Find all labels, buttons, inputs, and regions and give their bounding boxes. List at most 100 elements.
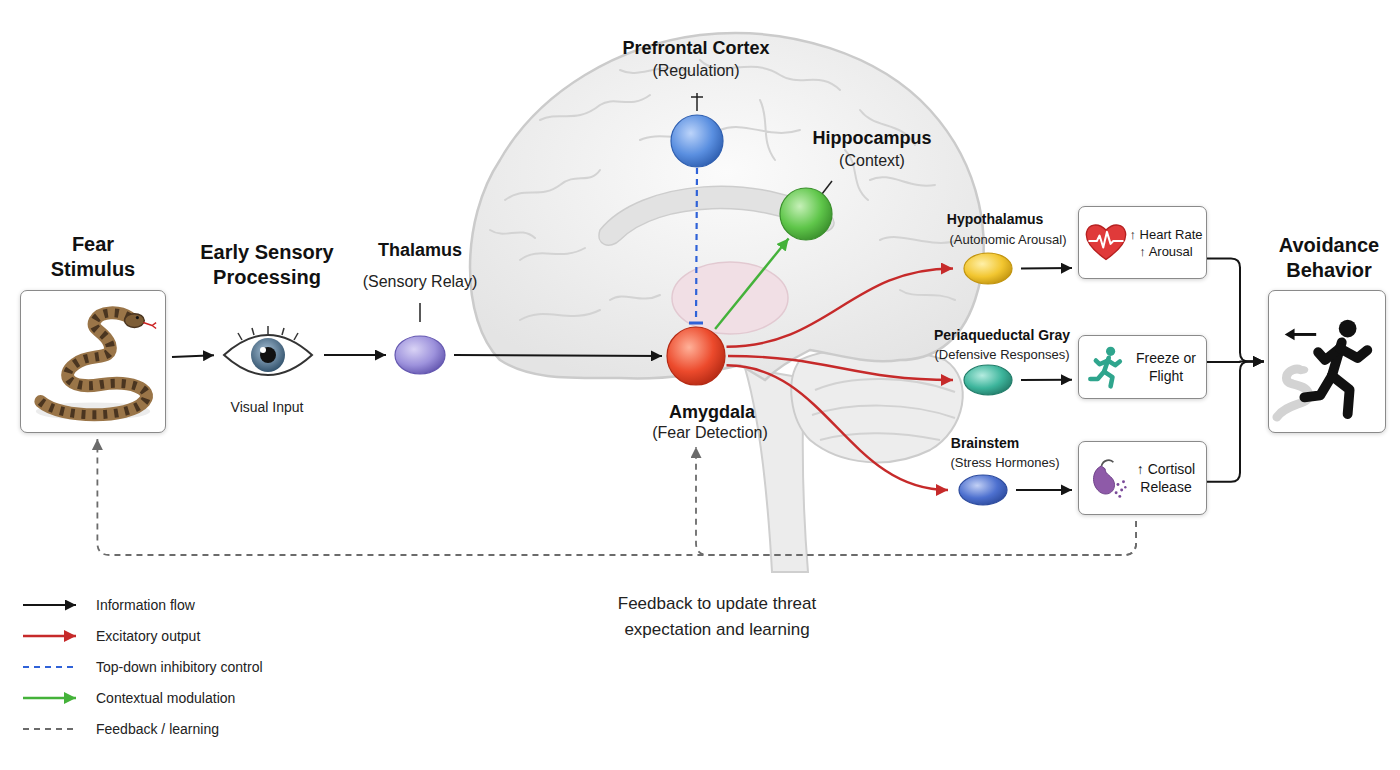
box-heading: Avoidance Behavior — [1264, 233, 1394, 283]
region-name: Brainstem — [905, 434, 1065, 452]
behavior-box: Avoidance Behavior — [1268, 290, 1386, 433]
legend-row: Excitatory output — [20, 624, 340, 648]
region-role: (Regulation) — [596, 61, 796, 81]
runner-icon — [1104, 372, 1112, 387]
legend-row: Contextual modulation — [20, 686, 340, 710]
heart-icon — [1086, 225, 1125, 260]
snake-illustration — [41, 313, 147, 415]
output-node: Hypothalamus(Autonomic Arousal) — [963, 252, 1013, 285]
stage-heading: Early Sensory Processing — [192, 240, 342, 290]
feedback-note: Feedback to update threat expectation an… — [597, 591, 837, 643]
cerebrum-shape — [672, 262, 788, 334]
region-ellipse — [964, 365, 1012, 395]
adrenal-icon — [1124, 486, 1126, 488]
effect-text: ↑ Cortisol Release — [1127, 460, 1205, 496]
region-ellipse — [395, 336, 445, 374]
effect-text: ↑ Arousal — [1139, 243, 1192, 260]
fleeing-figure — [1339, 320, 1357, 338]
fleeing-figure — [1269, 291, 1385, 432]
cerebrum-shape — [470, 33, 984, 380]
region-ellipse — [670, 114, 724, 168]
region-ellipse — [671, 115, 723, 167]
region-role: (Sensory Relay) — [330, 272, 510, 292]
snake-illustration — [125, 314, 145, 328]
runner-icon — [1106, 347, 1115, 356]
legend-sample — [20, 593, 80, 617]
legend-sample — [20, 624, 80, 648]
arrow-connector — [454, 355, 662, 356]
adrenal-icon — [1115, 491, 1118, 494]
legend-sample — [20, 655, 80, 679]
eye-illustration — [267, 326, 269, 334]
legend-label: Excitatory output — [96, 627, 200, 645]
legend-sample — [20, 717, 80, 741]
fleeing-figure — [1304, 376, 1332, 398]
box-heading: Fear Stimulus — [38, 232, 148, 282]
region-ellipse — [963, 252, 1013, 285]
cerebrum-shape — [599, 186, 834, 245]
cerebellum-shape — [791, 349, 962, 463]
effect-box: ↑ Heart Rate↑ Arousal — [1078, 206, 1207, 279]
icon-holder — [1083, 344, 1129, 390]
region-name: Thalamus — [330, 239, 510, 261]
arrow-connector — [728, 356, 953, 380]
region-node: Hippocampus(Context) — [779, 187, 833, 241]
legend-label: Information flow — [96, 596, 195, 614]
legend-sample — [20, 686, 80, 710]
eye-illustration — [238, 326, 298, 340]
adrenal-icon — [1101, 460, 1113, 466]
leader-lines — [419, 303, 421, 322]
icon-holder — [1083, 455, 1129, 501]
region-role: (Fear Detection) — [610, 423, 810, 443]
region-ellipse — [779, 187, 833, 241]
region-node: Amygdala(Fear Detection) — [666, 326, 726, 386]
region-node: Prefrontal Cortex(Regulation) — [670, 114, 724, 168]
eye-illustration — [251, 338, 285, 372]
arrow-connector — [324, 354, 386, 356]
runner-icon — [1083, 344, 1129, 390]
arrow-connector — [715, 238, 789, 329]
adrenal-icon — [1116, 483, 1119, 486]
arrow-connector — [727, 269, 954, 347]
cerebellum-shape — [812, 379, 955, 440]
snake-illustration — [136, 316, 139, 319]
snake-illustration — [41, 313, 147, 415]
eye-illustration — [282, 328, 284, 335]
snake-illustration — [21, 291, 165, 432]
stage-caption: Visual Input — [207, 398, 327, 416]
adrenal-icon — [1083, 455, 1129, 501]
legend-label: Feedback / learning — [96, 720, 219, 738]
adrenal-icon — [1120, 488, 1123, 491]
heart-icon — [1083, 219, 1129, 265]
arrow-connector — [1016, 489, 1072, 491]
eye-node: Early Sensory ProcessingVisual Input — [222, 325, 314, 385]
region-ellipse — [964, 253, 1012, 284]
runner-icon — [1090, 372, 1104, 379]
feedback-connector — [97, 439, 1136, 555]
inhibitory-connector — [696, 168, 697, 323]
region-name: Amygdala — [622, 401, 802, 423]
adrenal-icon — [1094, 466, 1115, 494]
region-role: (Defensive Responses) — [902, 346, 1102, 364]
region-ellipse — [667, 327, 725, 385]
fleeing-figure — [1285, 329, 1295, 341]
feedback-connector — [696, 447, 1136, 555]
cerebrum-shape — [470, 33, 984, 380]
region-ellipse — [666, 326, 726, 386]
legend-line — [23, 666, 76, 668]
leader-lines — [691, 96, 703, 98]
effect-text: Freeze or Flight — [1127, 349, 1205, 385]
heart-icon — [1089, 232, 1124, 248]
cerebellum-shape — [791, 349, 962, 463]
legend-line — [23, 604, 76, 606]
output-node: Brainstem(Stress Hormones) — [958, 474, 1008, 506]
fleeing-figure — [1297, 366, 1309, 374]
legend-line — [23, 635, 76, 637]
region-ellipse — [958, 474, 1008, 506]
region-ellipse — [963, 364, 1013, 396]
fleeing-figure — [1293, 333, 1317, 336]
effect-box: Freeze or Flight — [1078, 335, 1207, 399]
legend-label: Contextual modulation — [96, 689, 235, 707]
